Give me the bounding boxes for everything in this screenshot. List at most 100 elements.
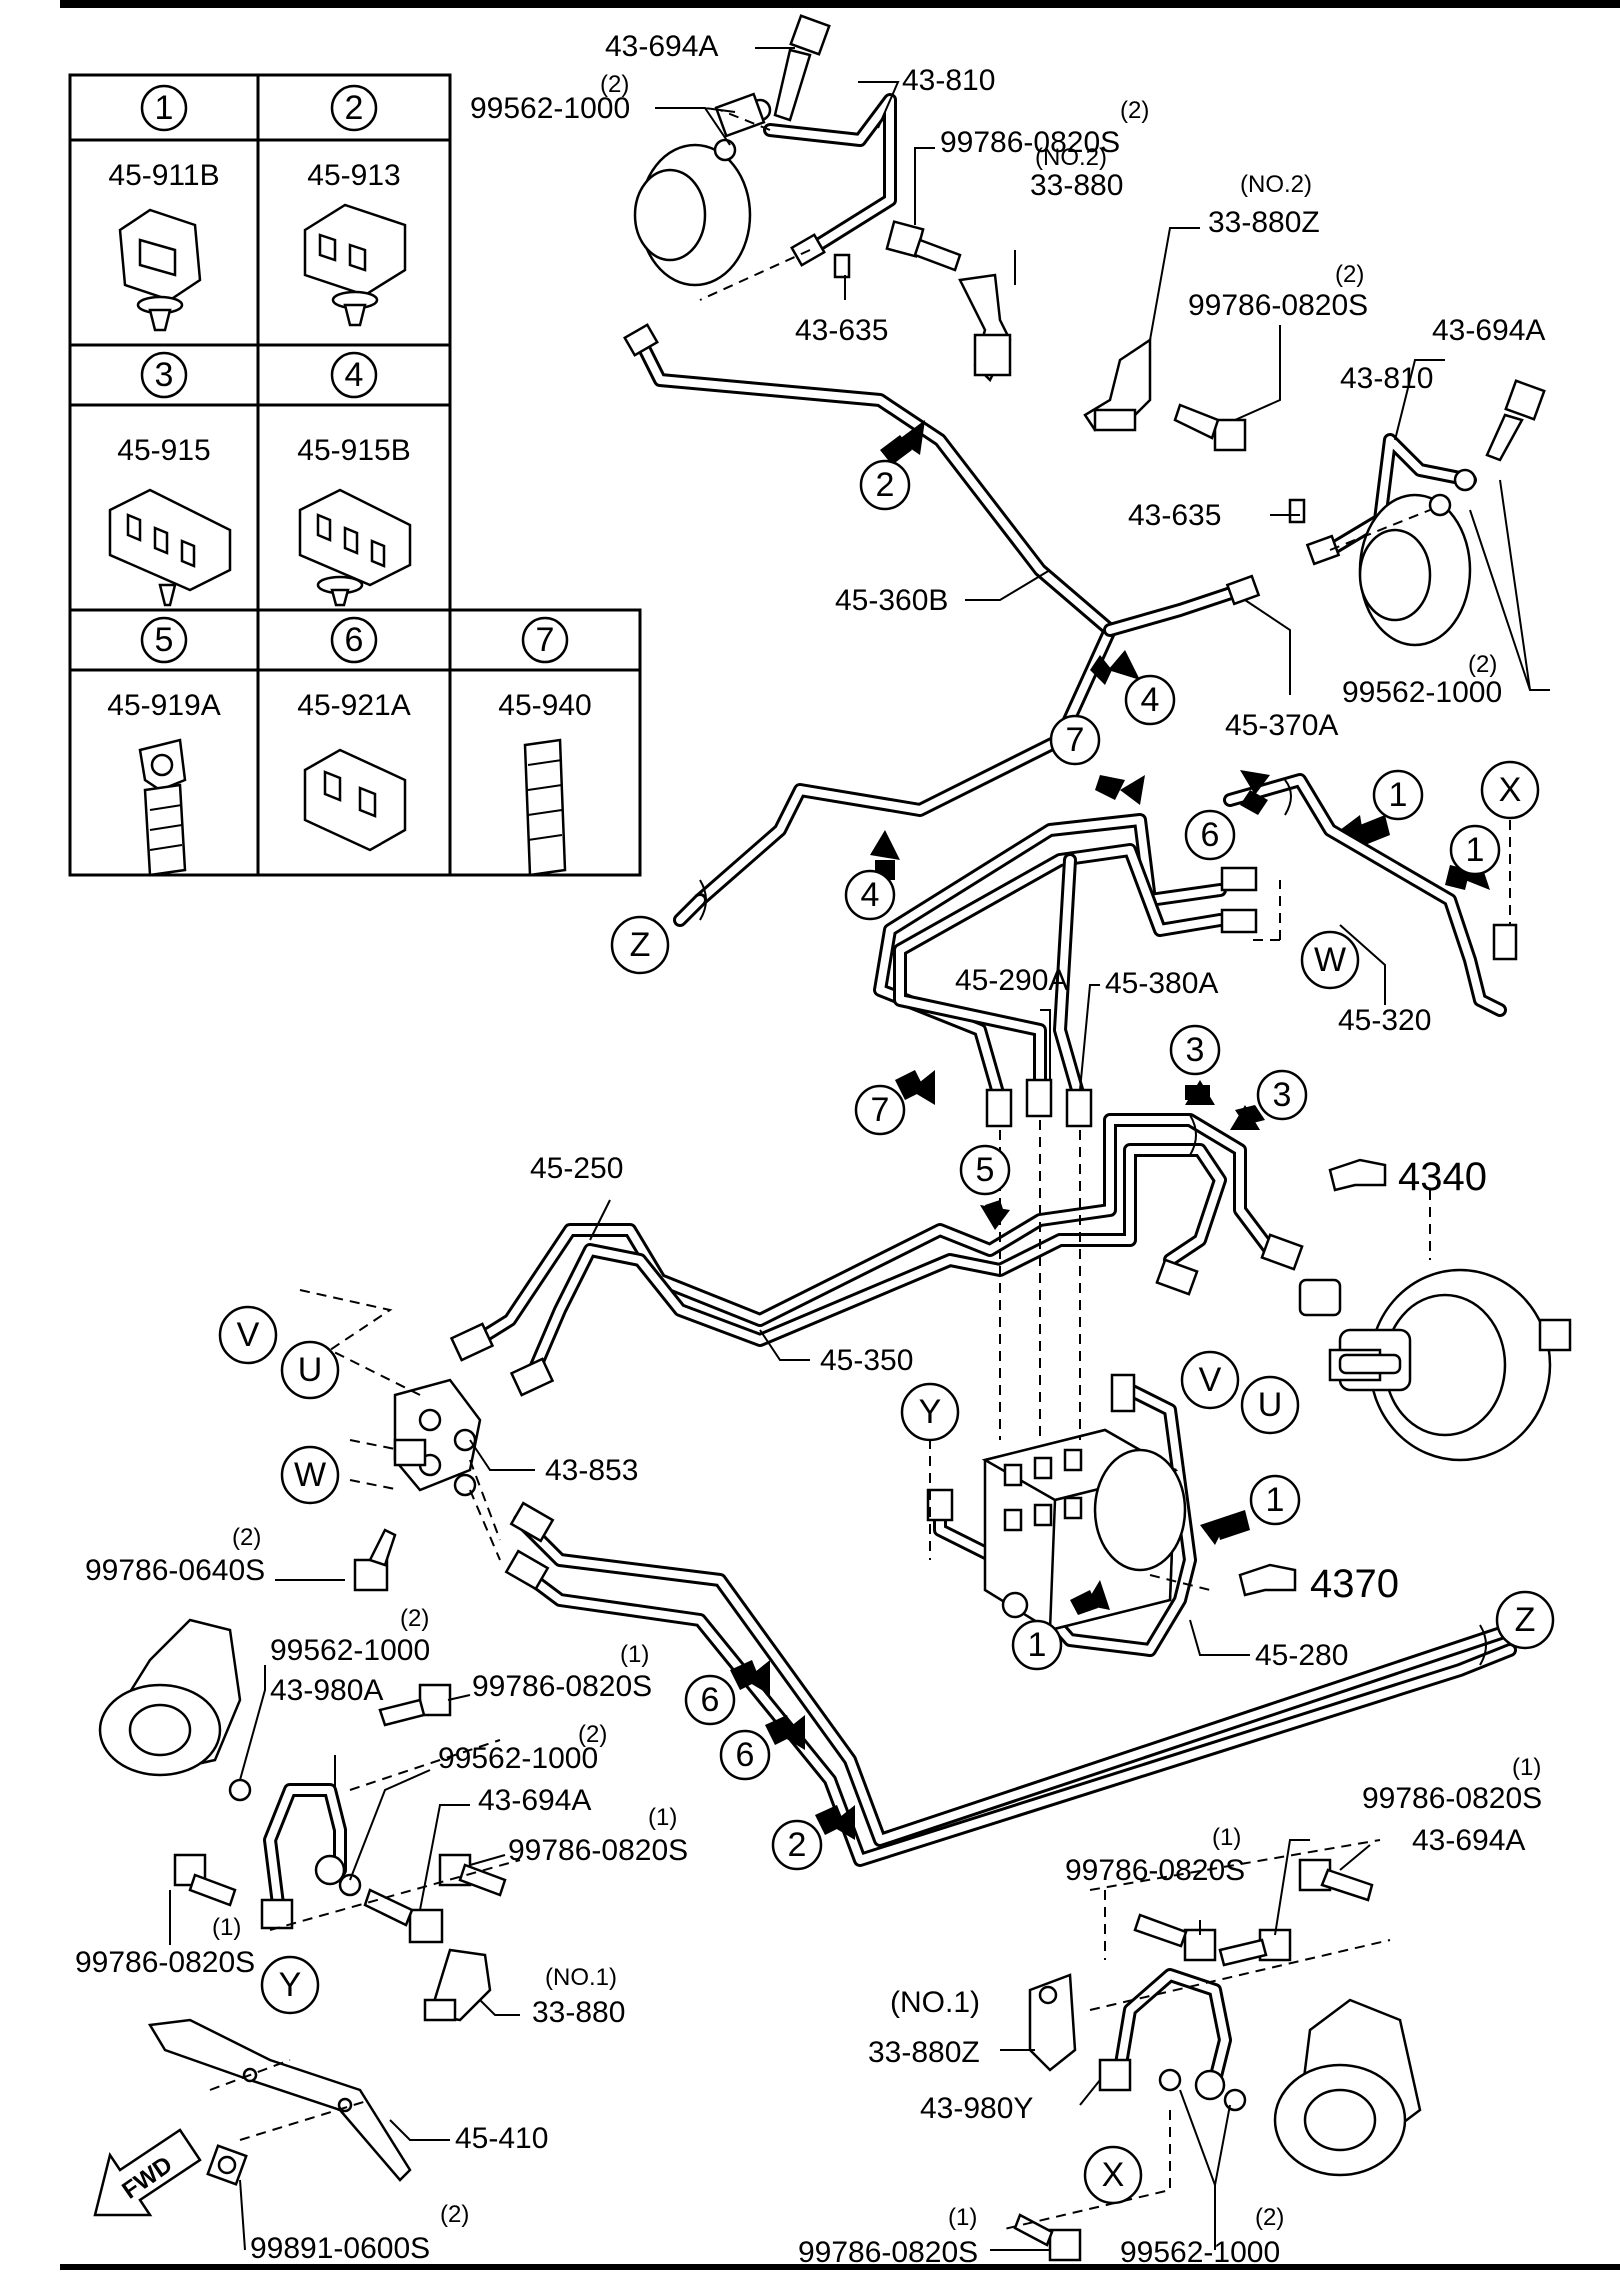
break-mark-mid <box>1189 1114 1197 1156</box>
clip-45-919A-icon <box>138 738 187 877</box>
bracket-33-880-no1 <box>423 1948 492 2022</box>
label-99562-r: 99562-1000 <box>1120 2236 1280 2269</box>
label-99786-r2: 99786-0820S <box>1065 1854 1245 1887</box>
caliper-top-left <box>633 92 772 287</box>
legend-part-6: 45-921A <box>297 689 410 722</box>
leader-lines <box>169 47 1550 2251</box>
svg-text:U: U <box>298 1351 323 1389</box>
marker-V-left: V <box>218 1305 278 1365</box>
marker-4-lower: 4 <box>844 869 896 921</box>
label-43-635-top: 43-635 <box>795 314 888 347</box>
label-99786-r1-qty: (1) <box>1512 1754 1541 1781</box>
legend-num-7: 7 <box>536 621 555 659</box>
legend-cell-7: 7 45-940 <box>498 616 592 877</box>
label-99786-0640S: 99786-0640S <box>85 1554 265 1587</box>
bolt-43-694A-top <box>773 14 831 122</box>
marker-2-lower: 2 <box>771 1819 823 1871</box>
legend-cell-2: 2 45-913 <box>303 84 407 327</box>
abs-hydraulic-unit <box>981 1428 1187 1632</box>
clip-45-913-icon <box>303 203 407 327</box>
marker-X-top: X <box>1480 760 1540 820</box>
bracket-33-880Z-no1 <box>1028 1973 1077 2072</box>
marker-W-top: W <box>1300 930 1360 990</box>
svg-text:2: 2 <box>788 1826 807 1864</box>
label-45-360B: 45-360B <box>835 584 948 617</box>
marker-Y-left: Y <box>260 1955 320 2015</box>
marker-3-a: 3 <box>1169 1024 1221 1076</box>
label-99786-mid: 99786-0820S <box>1188 289 1368 322</box>
label-99786-r3: 99786-0820S <box>798 2236 978 2269</box>
brake-components <box>98 14 1572 2262</box>
legend-num-3: 3 <box>155 356 174 394</box>
label-99891-0600S: 99891-0600S <box>250 2232 430 2265</box>
marker-6-a: 6 <box>684 1674 736 1726</box>
break-mark-z-left <box>699 879 707 921</box>
clip-location-arrows <box>730 420 1490 1840</box>
label-33-880Z-no2-qual: (NO.2) <box>1240 171 1312 198</box>
legend-part-3: 45-915 <box>117 434 210 467</box>
label-45-410: 45-410 <box>455 2122 548 2155</box>
hose-43-980Y <box>1098 1968 1247 2112</box>
legend-cell-3: 3 45-915 <box>108 351 232 607</box>
label-99786-top-qty: (2) <box>1120 97 1149 124</box>
joint-43-853 <box>393 1378 482 1497</box>
hose-43-980A <box>260 1783 362 1930</box>
hand-pointer-icon-4340 <box>1328 1158 1387 1192</box>
label-99786-0640-qty: (2) <box>232 1524 261 1551</box>
label-4370: 4370 <box>1310 1562 1399 1606</box>
legend-num-2: 2 <box>345 89 364 127</box>
svg-text:1: 1 <box>1028 1626 1047 1664</box>
svg-text:Z: Z <box>630 926 651 964</box>
label-43-980A: 43-980A <box>270 1674 383 1707</box>
label-99562-l2: 99562-1000 <box>438 1742 598 1775</box>
label-99562-l2-qty: (2) <box>578 1721 607 1748</box>
svg-text:W: W <box>294 1456 326 1494</box>
label-99562-left: 99562-1000 <box>270 1634 430 1667</box>
label-45-380A: 45-380A <box>1105 967 1218 1000</box>
marker-7-top: 7 <box>1049 714 1101 766</box>
legend-cell-5: 5 45-919A <box>107 616 221 877</box>
label-45-320: 45-320 <box>1338 1004 1431 1037</box>
label-45-290A: 45-290A <box>955 964 1068 997</box>
bolt-43-694A-left <box>363 1888 444 1944</box>
svg-text:V: V <box>1199 1361 1222 1399</box>
label-33-880-no2: 33-880 <box>1030 169 1123 202</box>
svg-text:7: 7 <box>1066 721 1085 759</box>
marker-2-top: 2 <box>859 459 911 511</box>
legend-num-5: 5 <box>155 621 174 659</box>
marker-5: 5 <box>959 1144 1011 1196</box>
break-mark-z-right <box>1479 1624 1487 1666</box>
marker-V-mid: V <box>1180 1350 1240 1410</box>
knuckle-lower-right <box>1273 1998 1422 2177</box>
marker-1-abs-bottom: 1 <box>1011 1619 1063 1671</box>
label-99786-r2-qty: (1) <box>1212 1824 1241 1851</box>
marker-U-left: U <box>280 1340 340 1400</box>
top-border <box>60 0 1620 8</box>
label-43-810-top: 43-810 <box>902 64 995 97</box>
legend-num-4: 4 <box>345 356 364 394</box>
svg-text:7: 7 <box>871 1091 890 1129</box>
marker-4-upper: 4 <box>1124 674 1176 726</box>
svg-text:4: 4 <box>861 876 880 914</box>
bolt-43-694A-right <box>1485 379 1546 462</box>
bolt-43-694A-br <box>1298 1858 1374 1902</box>
legend-cell-1: 1 45-911B <box>108 84 220 332</box>
svg-text:Y: Y <box>919 1393 942 1431</box>
svg-text:X: X <box>1102 2156 1125 2194</box>
legend-part-2: 45-913 <box>307 159 400 192</box>
label-99786-r3-qty: (1) <box>948 2204 977 2231</box>
marker-Y-mid: Y <box>900 1382 960 1442</box>
label-99786-top: 99786-0820S <box>940 126 1120 159</box>
bracket-45-410 <box>147 2018 412 2182</box>
label-43-635-right: 43-635 <box>1128 499 1221 532</box>
label-45-280: 45-280 <box>1255 1639 1348 1672</box>
svg-text:1: 1 <box>1466 831 1485 869</box>
caliper-top-right <box>1288 468 1477 647</box>
legend-num-1: 1 <box>155 89 174 127</box>
markers: 2 4 4 7 6 1 1 X Z W 7 5 3 3 V U W Y V U … <box>218 459 1555 2205</box>
label-99562-right-qty: (2) <box>1468 651 1497 678</box>
svg-text:6: 6 <box>1201 816 1220 854</box>
svg-text:W: W <box>1314 941 1346 979</box>
label-99562-top-qty: (2) <box>600 71 629 98</box>
marker-Z-right: Z <box>1495 1590 1555 1650</box>
